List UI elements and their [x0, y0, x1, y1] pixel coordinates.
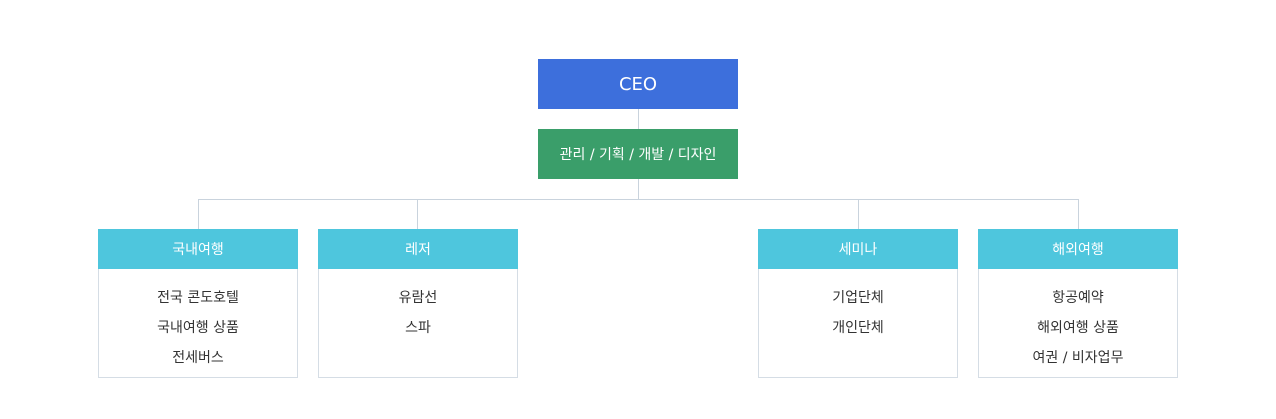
management-box: 관리 / 기획 / 개발 / 디자인 — [538, 129, 738, 179]
department-domestic-travel: 국내여행 전국 콘도호텔 국내여행 상품 전세버스 — [98, 229, 298, 378]
list-item: 유람선 — [398, 290, 438, 306]
list-item: 여권 / 비자업무 — [1032, 350, 1124, 366]
list-item: 해외여행 상품 — [1037, 320, 1119, 336]
department-title: 해외여행 — [1052, 242, 1104, 258]
department-title: 레저 — [405, 242, 431, 258]
connector-leisure — [417, 199, 418, 229]
connector-overseas — [1078, 199, 1079, 229]
department-overseas-travel-list: 항공예약 해외여행 상품 여권 / 비자업무 — [978, 269, 1178, 378]
connector-ceo-management — [638, 109, 639, 129]
ceo-box: CEO — [538, 59, 738, 109]
department-title: 국내여행 — [172, 242, 224, 258]
list-item: 국내여행 상품 — [157, 320, 239, 336]
list-item: 항공예약 — [1052, 290, 1104, 306]
connector-horizontal-bus — [198, 199, 1079, 200]
department-domestic-travel-list: 전국 콘도호텔 국내여행 상품 전세버스 — [98, 269, 298, 378]
department-seminar-header: 세미나 — [758, 229, 958, 269]
department-seminar: 세미나 기업단체 개인단체 — [758, 229, 958, 378]
department-leisure-header: 레저 — [318, 229, 518, 269]
connector-management-down — [638, 179, 639, 199]
connector-seminar — [858, 199, 859, 229]
department-title: 세미나 — [838, 242, 878, 258]
list-item: 전세버스 — [172, 350, 224, 366]
list-item: 스파 — [405, 320, 431, 336]
list-item: 기업단체 — [832, 290, 884, 306]
ceo-label: CEO — [618, 73, 658, 95]
department-overseas-travel: 해외여행 항공예약 해외여행 상품 여권 / 비자업무 — [978, 229, 1178, 378]
department-seminar-list: 기업단체 개인단체 — [758, 269, 958, 378]
department-leisure-list: 유람선 스파 — [318, 269, 518, 378]
management-label: 관리 / 기획 / 개발 / 디자인 — [559, 147, 717, 163]
department-overseas-travel-header: 해외여행 — [978, 229, 1178, 269]
list-item: 개인단체 — [832, 320, 884, 336]
list-item: 전국 콘도호텔 — [157, 290, 239, 306]
department-leisure: 레저 유람선 스파 — [318, 229, 518, 378]
connector-domestic — [198, 199, 199, 229]
department-domestic-travel-header: 국내여행 — [98, 229, 298, 269]
